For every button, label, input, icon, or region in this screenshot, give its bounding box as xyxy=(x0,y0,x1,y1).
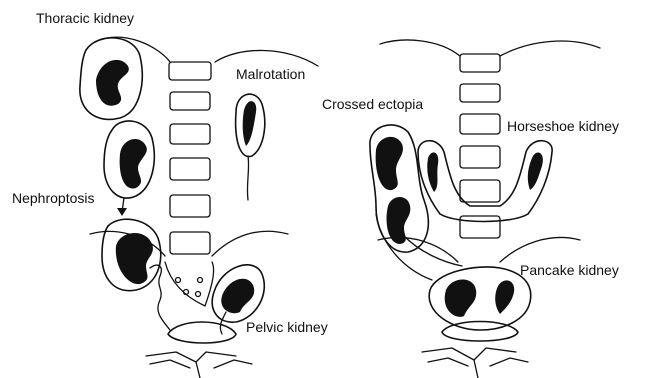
label-pelvic-kidney: Pelvic kidney xyxy=(246,319,328,335)
label-crossed-ectopia: Crossed ectopia xyxy=(322,96,423,112)
pancake-kidney xyxy=(429,267,531,330)
right-spine xyxy=(460,54,500,238)
nephroptosis-upper-kidney xyxy=(104,121,154,216)
label-nephroptosis: Nephroptosis xyxy=(12,190,95,206)
left-diaphragm-arc xyxy=(95,37,170,62)
label-malrotation: Malrotation xyxy=(236,66,305,82)
right-figure-diaphragm-right xyxy=(500,41,600,56)
label-horseshoe-kidney: Horseshoe kidney xyxy=(507,118,619,134)
left-spine xyxy=(169,62,211,254)
right-figure xyxy=(370,40,600,378)
right-diaphragm-arc xyxy=(215,50,318,66)
crossed-ectopia xyxy=(370,125,462,280)
right-figure-diaphragm-left xyxy=(380,40,460,56)
malrotation-kidney xyxy=(236,94,265,200)
thoracic-kidney xyxy=(80,38,142,120)
label-pancake-kidney: Pancake kidney xyxy=(520,262,619,278)
label-thoracic-kidney: Thoracic kidney xyxy=(36,10,134,26)
right-pelvis xyxy=(378,237,580,378)
